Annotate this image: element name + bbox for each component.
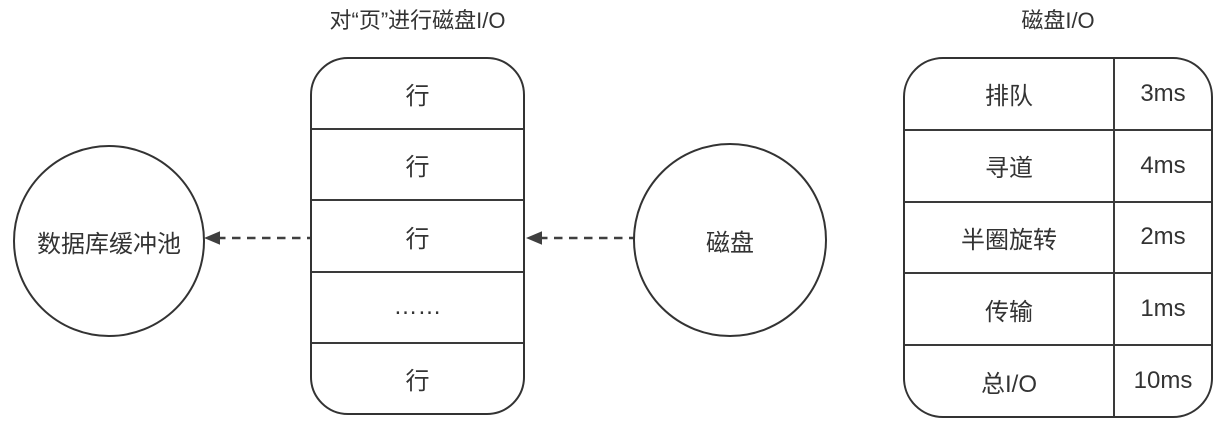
page-row: 行 [312,201,523,273]
io-row-value: 2ms [1140,223,1186,251]
buffer-pool-label: 数据库缓冲池 [37,230,181,258]
io-table-row: 半圈旋转 2ms [905,202,1211,275]
arrowhead-left-icon [526,231,542,245]
arrow-disk-page-to-buffer-pool [204,231,313,245]
disk-circle: 磁盘 [633,143,827,337]
io-table-row: 总I/O 10ms [905,346,1211,416]
disk-io-title: 磁盘I/O [1021,8,1095,33]
io-table-row: 寻道 4ms [905,130,1211,203]
disk-label: 磁盘 [706,229,754,257]
page-row: 行 [312,130,523,202]
io-table-row: 传输 1ms [905,274,1211,347]
disk-io-table: 排队 3ms 寻道 4ms 半圈旋转 2ms 传输 1ms 总I/O 10ms [903,57,1213,418]
page-row-label: 行 [405,225,430,253]
page-row-label: 行 [405,367,430,395]
io-row-value: 1ms [1140,295,1186,323]
page-row-label: 行 [405,83,430,111]
io-row-value: 3ms [1140,79,1186,107]
arrowhead-left-icon [204,231,220,245]
page-row: 行 [312,59,523,131]
page-row-label: 行 [405,154,430,182]
io-row-label: 寻道 [905,130,1115,201]
page-row: …… [312,273,523,344]
page-io-title: 对“页”进行磁盘I/O [329,8,506,33]
io-row-label: 排队 [905,59,1115,129]
page-row-label: …… [393,293,442,321]
io-row-label: 传输 [905,274,1115,345]
page-block: 行 行 行 …… 行 [310,57,525,415]
io-row-label: 总I/O [905,346,1115,416]
arrow-disk-to-page-block [526,231,635,245]
buffer-pool-circle: 数据库缓冲池 [13,145,205,337]
page-row: 行 [312,344,523,413]
io-row-value: 10ms [1133,367,1193,395]
io-row-value: 4ms [1140,151,1186,179]
io-table-row: 排队 3ms [905,59,1211,131]
io-row-label: 半圈旋转 [905,202,1115,273]
